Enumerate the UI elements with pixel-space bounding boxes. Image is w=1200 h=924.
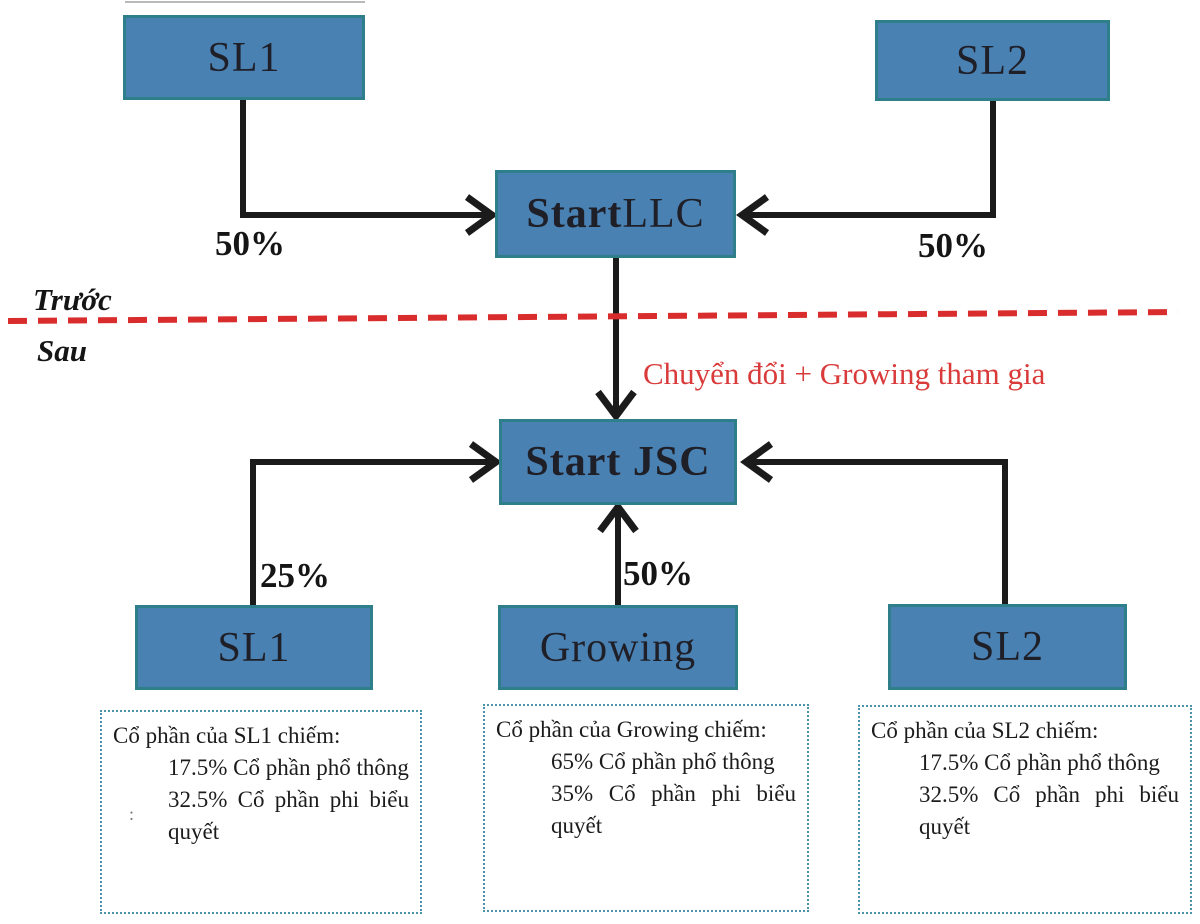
node-label: Growing [539,624,697,671]
note-title: Cổ phần của SL2 chiếm: [871,718,1099,743]
note-item: 35% Cổ phần phi biểu quyết [551,781,796,838]
note-item: 17.5% Cổ phần phổ thông [919,750,1160,775]
note-item: 32.5% Cổ phần phi biểu quyết [168,787,409,844]
node-label: LLC [622,191,705,237]
node-start-llc: Start LLC [495,170,736,258]
note-title: Cổ phần của Growing chiếm: [496,717,767,742]
conversion-annotation: Chuyển đổi + Growing tham gia [643,356,1046,391]
divider-after-label: Sau [37,333,87,368]
node-growing: Growing [498,605,738,690]
note-sl2-shares: Cổ phần của SL2 chiếm: 17.5% Cổ phần phổ… [858,705,1192,914]
node-label: SL1 [207,34,281,81]
node-label-bold: Start [526,191,623,237]
edge-label-growing-jsc: 50% [623,554,693,593]
node-sl2-top: SL2 [875,20,1110,101]
note-title: Cổ phần của SL1 chiếm: [113,723,341,748]
edge-label-sl1-jsc: 25% [260,556,330,595]
connector-sl2-to-llc [748,100,996,218]
arrowhead-up-icon [597,501,639,534]
arrowhead-left-icon [736,194,770,236]
node-label: SL1 [217,624,291,671]
arrowhead-down-icon [595,389,637,422]
connector-sl2-to-jsc [752,459,1008,605]
node-sl1-top: SL1 [123,15,365,100]
note-growing-shares: Cổ phần của Growing chiếm: 65% Cổ phần p… [483,704,809,912]
note-item: 17.5% Cổ phần phổ thông [168,755,409,780]
connector-sl1-to-llc [240,100,486,218]
arrowhead-left-icon [740,441,774,483]
node-sl2-bottom: SL2 [888,604,1127,690]
node-label: SL2 [970,624,1044,670]
node-start-jsc: Start JSC [499,419,737,505]
edge-label-sl2-llc: 50% [918,226,988,265]
divider-before-label: Trước [33,282,112,317]
node-label: Start JSC [525,439,711,485]
note-sl1-shares: Cổ phần của SL1 chiếm: 17.5% Cổ phần phổ… [100,710,422,914]
note-item: 32.5% Cổ phần phi biểu quyết [919,782,1179,839]
node-label: SL2 [955,37,1029,84]
arrowhead-right-icon [464,194,498,236]
edge-label-sl1-llc: 50% [215,224,285,263]
note-item: 65% Cổ phần phổ thông [551,749,775,774]
before-after-divider-line [7,309,1179,324]
arrowhead-right-icon [468,441,502,483]
node-sl1-bottom: SL1 [135,605,373,690]
scan-artifact-mark: : [129,804,135,824]
